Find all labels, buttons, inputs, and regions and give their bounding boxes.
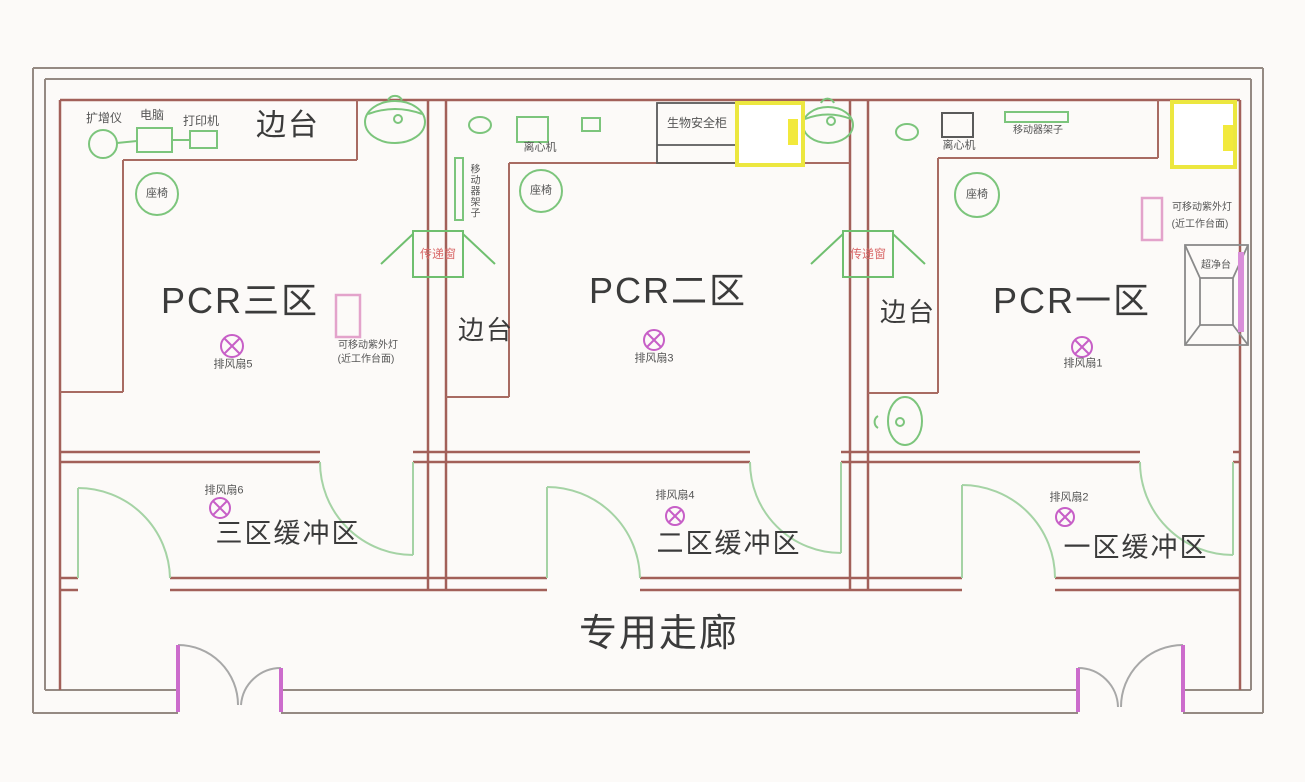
fan3-label: 排风扇3 [634,352,674,365]
bench-label-zone1: 边台 [879,297,937,327]
zone1-title: PCR一区 [992,280,1152,321]
rack-zone2-shape [454,157,464,221]
fan4-label: 排风扇4 [655,489,695,502]
centrifuge-zone1-shape [941,112,974,138]
fan3-icon [643,329,665,351]
chair-label-zone2: 座椅 [530,184,552,197]
chair-label-zone1: 座椅 [966,188,988,201]
fan1-label: 排风扇1 [1063,357,1103,370]
chair-zone2 [519,169,563,213]
highlight-unit-zone2 [735,101,805,167]
buffer1-title: 一区缓冲区 [1063,532,1209,563]
highlight-unit-zone1 [1170,100,1237,169]
fan6-label: 排风扇6 [204,484,244,497]
uv-lamp-zone1-shape [1140,196,1164,242]
exhaust-fans [209,329,1093,527]
zone1-equipment [873,111,1069,446]
computer-label: 电脑 [139,108,165,122]
bench-zone3 [60,100,358,393]
fan2-icon [1055,507,1075,527]
printer-label: 打印机 [182,114,220,128]
rack-zone1-shape [1004,111,1069,123]
uv-lamp-zone3-shape [334,293,362,339]
clean-bench-label: 超净台 [1201,260,1231,271]
chair-label-zone3: 座椅 [146,187,168,200]
computer-shape [136,127,173,153]
interior-walls [58,98,1242,690]
pass-window-left-label: 传递窗 [419,247,457,261]
door-buffer1-bottom [961,484,1056,579]
double-door-left [176,644,283,712]
biosafety-cabinet-shape [656,102,738,164]
double-door-right [1076,644,1185,712]
zone3-title: PCR三区 [160,280,320,321]
fan6-icon [209,497,231,519]
door-buffer2-top [749,461,842,554]
printer-shape [189,130,218,149]
door-buffer1-top [1139,461,1234,556]
stool-zone2 [468,116,492,134]
rack-label-zone2: 移动器架子 [468,163,479,219]
centrifuge-label-zone1: 离心机 [942,139,976,152]
outer-wall [32,67,1264,714]
clean-bench-shape [1184,244,1249,346]
rack-label-zone1: 移动器架子 [1013,125,1063,136]
pass-window-left-shape [412,230,464,278]
biosafety-cabinet-label: 生物安全柜 [666,116,728,130]
sink-zone3 [364,100,426,144]
chair-zone3 [135,172,179,216]
zone2-title: PCR二区 [588,270,748,311]
corridor-title: 专用走廊 [578,613,740,655]
door-buffer3-top [319,461,414,556]
stool-zone1 [895,123,919,141]
pass-windows [380,230,926,278]
buffer3-title: 三区缓冲区 [215,518,361,549]
pass-window-right-shape [842,230,894,278]
door-buffer3-bottom [77,487,171,579]
uv-lamp-zone1-label-1: 可移动紫外灯 [1172,202,1232,213]
zone3-equipment [88,94,426,216]
amplifier-label: 扩增仪 [85,111,123,125]
centrifuge-zone2-shape [516,116,549,143]
equipment-box-zone2 [581,117,601,132]
fan5-label: 排风扇5 [213,358,253,371]
fan1-icon [1071,336,1093,358]
pass-window-right-label: 传递窗 [849,247,887,261]
centrifuge-label-zone2: 离心机 [523,141,557,154]
interior-doors [77,461,1234,579]
chair-zone1 [954,172,1000,218]
fan5-icon [220,334,244,358]
amplifier-shape [88,129,118,159]
fan2-label: 排风扇2 [1049,491,1089,504]
buffer2-title: 二区缓冲区 [656,528,802,559]
uv-lamps [334,196,1164,339]
uv-lamp-zone3-label-1: 可移动紫外灯 [338,340,398,351]
fan4-icon [665,506,685,526]
bench-label-zone2: 边台 [457,315,515,345]
bench-label-zone3: 边台 [256,109,320,142]
door-buffer2-bottom [546,486,641,579]
uv-lamp-zone1-label-2: (近工作台面) [1171,219,1229,230]
bench-zone1 [868,100,1159,394]
corridor-doors [176,644,1185,712]
uv-lamp-zone3-label-2: (近工作台面) [337,354,395,365]
side-sink-zone1 [887,396,923,446]
